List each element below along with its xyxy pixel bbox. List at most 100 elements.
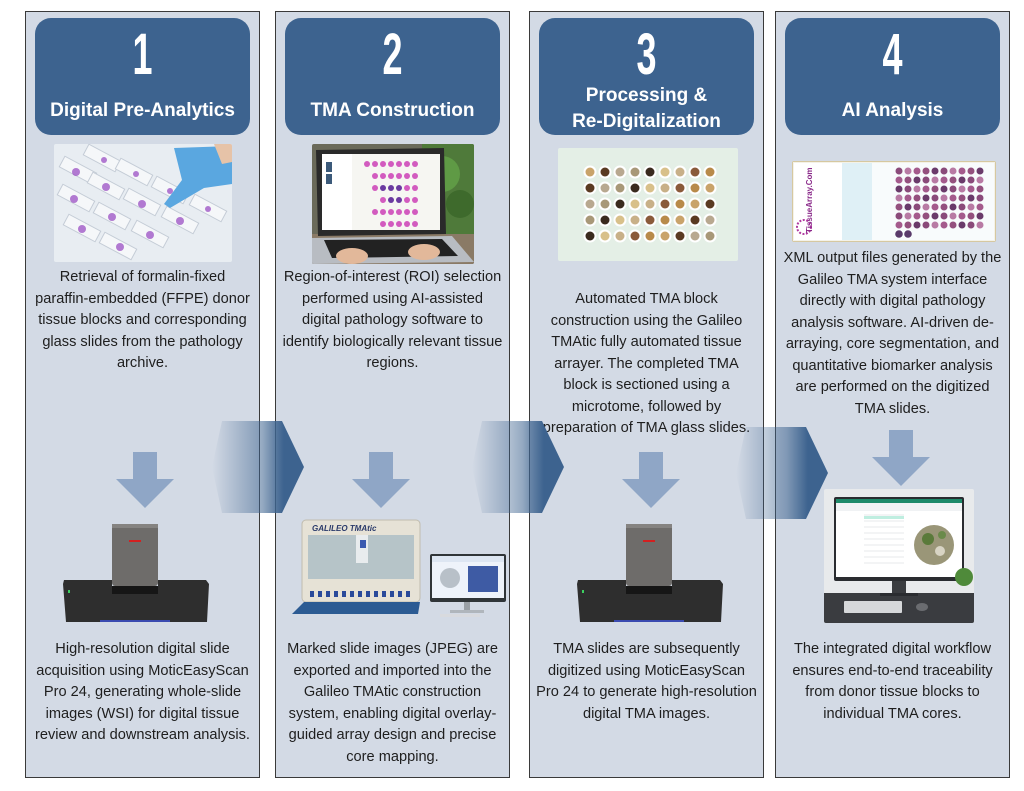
- step-panel-1: 1 Digital Pre-Analytics: [25, 11, 260, 778]
- tma-core: [690, 167, 700, 177]
- tma-slide-core: [949, 167, 957, 175]
- step-number: 2: [382, 22, 403, 87]
- tma-slide-core: [904, 221, 912, 229]
- tma-core: [600, 215, 610, 225]
- tma-core: [675, 231, 685, 241]
- tma-slide-core: [922, 185, 930, 193]
- slide-scanner-icon: [63, 524, 209, 622]
- step-header-2: 2 TMA Construction: [285, 18, 500, 135]
- tma-slide-brand-label: TissueArray.Com: [805, 167, 814, 233]
- tma-slide-core: [949, 203, 957, 211]
- tma-slide-photo: TissueArray.Com: [792, 161, 996, 242]
- step-title: Digital Pre-Analytics: [50, 100, 235, 121]
- tma-core: [630, 183, 640, 193]
- tma-core: [660, 199, 670, 209]
- tma-core: [660, 167, 670, 177]
- tma-core: [690, 231, 700, 241]
- tma-core: [630, 215, 640, 225]
- tma-core: [690, 183, 700, 193]
- step-top-description: Automated TMA block construction using t…: [542, 291, 751, 436]
- tma-core: [615, 215, 625, 225]
- tma-core: [615, 167, 625, 177]
- tma-core: [585, 183, 595, 193]
- tma-core: [615, 183, 625, 193]
- tma-slide-core: [958, 212, 966, 220]
- tma-slide-core: [967, 167, 975, 175]
- tma-slide-core: [949, 221, 957, 229]
- tma-slide-core: [931, 194, 939, 202]
- tma-slide-core: [940, 194, 948, 202]
- tma-slide-core: [895, 212, 903, 220]
- tma-slide-core: [967, 212, 975, 220]
- tma-core: [585, 199, 595, 209]
- down-arrow-icon: [116, 452, 174, 508]
- tma-core: [705, 167, 715, 177]
- tma-slide-core: [922, 221, 930, 229]
- tma-slide-core: [895, 230, 903, 238]
- tma-core: [645, 183, 655, 193]
- down-arrow-icon: [872, 430, 930, 486]
- tma-core: [630, 199, 640, 209]
- tma-slide-core: [913, 221, 921, 229]
- chevron-right-arrow-3: [736, 427, 828, 519]
- slide-scanner-icon: [577, 524, 723, 622]
- tma-slide-core: [904, 194, 912, 202]
- tma-slide-core: [976, 221, 984, 229]
- tma-slide-core: [904, 203, 912, 211]
- tma-core: [600, 199, 610, 209]
- tma-slide-core: [895, 176, 903, 184]
- tma-slide-core: [922, 194, 930, 202]
- galileo-tmatic-arrayer-icon: GALILEO TMAtic: [292, 519, 506, 617]
- tma-core: [645, 167, 655, 177]
- step-title: AI Analysis: [841, 100, 944, 121]
- tma-core: [600, 167, 610, 177]
- tma-core: [630, 167, 640, 177]
- desktop-analysis-photo: [824, 489, 974, 623]
- tma-slide-core: [940, 176, 948, 184]
- tma-slide-core: [958, 194, 966, 202]
- tma-core: [615, 231, 625, 241]
- laptop-roi-photo: [312, 144, 474, 264]
- tma-core: [675, 183, 685, 193]
- tma-slide-core: [922, 212, 930, 220]
- step-title-line-2: Re-Digitalization: [572, 111, 721, 132]
- tma-slide-core: [913, 212, 921, 220]
- step-top-description: Retrieval of formalin-fixed paraffin-emb…: [35, 269, 250, 371]
- step-bottom-description: TMA slides are subsequently digitized us…: [536, 641, 757, 722]
- tma-slide-core: [940, 203, 948, 211]
- tma-core: [645, 199, 655, 209]
- tma-slide-core: [976, 176, 984, 184]
- tma-slide-core: [895, 185, 903, 193]
- down-arrow-icon: [622, 452, 680, 508]
- tma-core: [675, 215, 685, 225]
- tma-slide-core: [895, 203, 903, 211]
- step-top-description: XML output files generated by the Galile…: [783, 250, 1002, 417]
- tma-core: [705, 199, 715, 209]
- tma-slide-core: [958, 176, 966, 184]
- tma-slide-core: [913, 167, 921, 175]
- tma-slide-core: [904, 185, 912, 193]
- tma-slide-core: [958, 203, 966, 211]
- tma-slide-core: [940, 185, 948, 193]
- tma-core: [615, 199, 625, 209]
- tma-core: [705, 231, 715, 241]
- tma-core: [690, 215, 700, 225]
- tma-core: [705, 215, 715, 225]
- tma-slide-core: [931, 185, 939, 193]
- tma-slide-core: [940, 212, 948, 220]
- tma-slide-core: [976, 212, 984, 220]
- step-number: 4: [882, 22, 903, 87]
- tma-core: [585, 215, 595, 225]
- step-title: TMA Construction: [310, 100, 475, 121]
- tma-slide-core: [967, 203, 975, 211]
- step-top-description: Region-of-interest (ROI) selection perfo…: [282, 269, 503, 371]
- step-header-1: 1 Digital Pre-Analytics: [35, 18, 250, 135]
- tma-slide-core: [931, 203, 939, 211]
- tma-slide-core: [895, 221, 903, 229]
- down-arrow-icon: [352, 452, 410, 508]
- tma-core: [600, 183, 610, 193]
- tma-slide-core: [931, 167, 939, 175]
- tma-slide-core: [976, 185, 984, 193]
- step-header-4: 4 AI Analysis: [785, 18, 1000, 135]
- tma-core: [645, 231, 655, 241]
